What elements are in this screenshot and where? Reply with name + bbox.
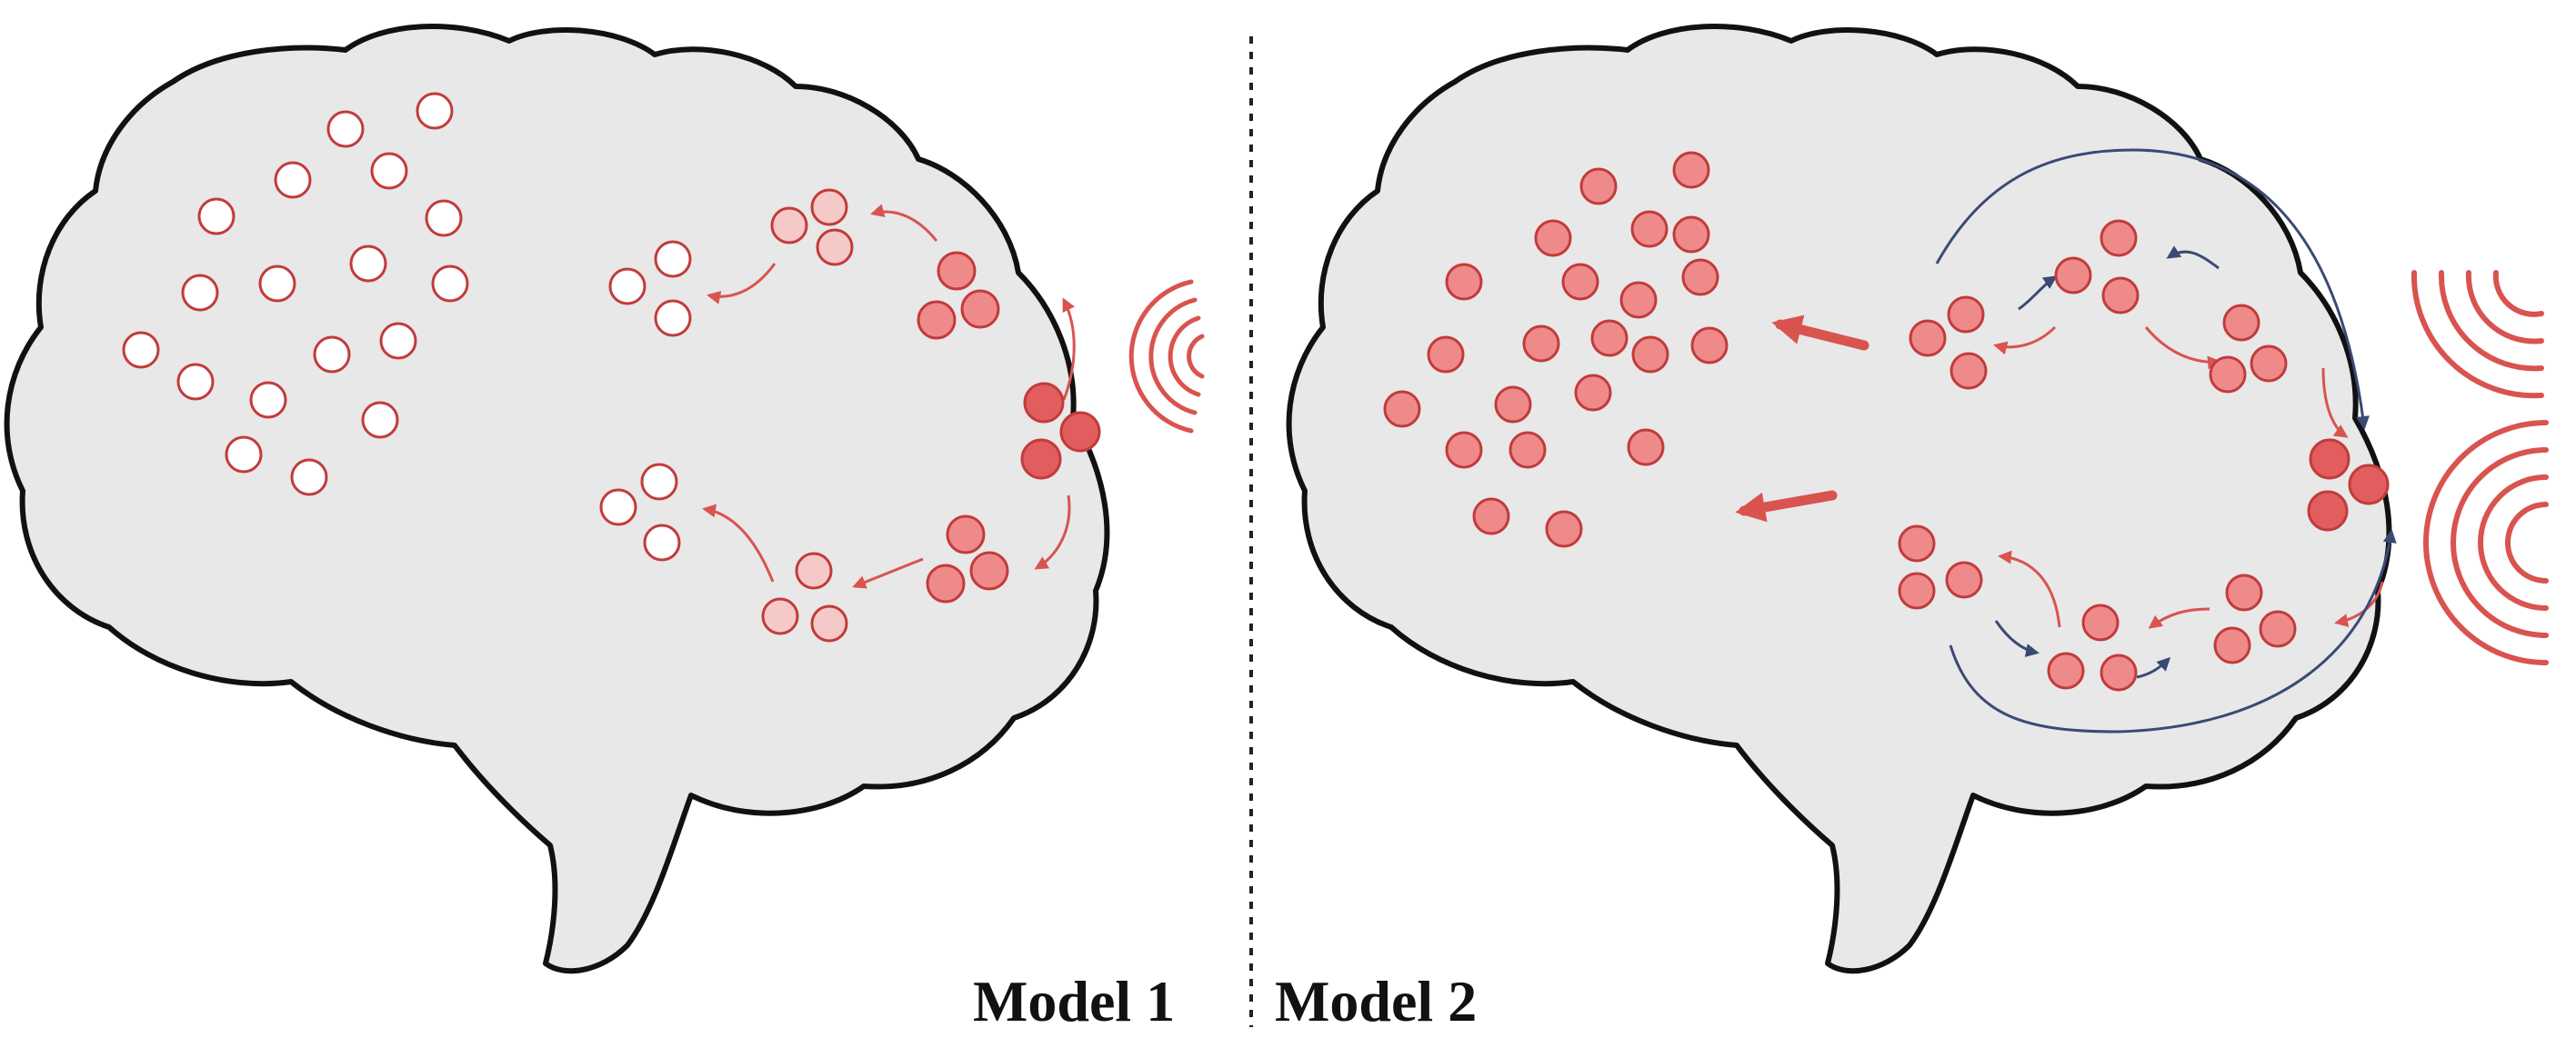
brain-outline-left (4, 23, 1110, 974)
loop-nodes-right (1898, 219, 2297, 692)
propagation-arrows-left (702, 204, 1076, 589)
active-nodes-right (2307, 438, 2390, 532)
brain-outline-right (1286, 23, 2392, 974)
brain-right (1286, 23, 2392, 974)
inactive-nodes-left (122, 92, 692, 562)
sound-wave-icon-upper (2411, 270, 2544, 399)
faint-nodes-left (761, 188, 854, 643)
activated-cluster-right (1383, 151, 1729, 548)
sound-wave-icon-lower (2423, 420, 2549, 665)
forward-arrows (1735, 314, 1869, 523)
feedback-arrows (1935, 148, 2397, 734)
medium-nodes-left (917, 251, 1009, 604)
active-nodes-left (1020, 382, 1101, 480)
sound-wave-icon (1128, 279, 1205, 434)
model-2-label: Model 2 (1275, 969, 1478, 1033)
model-1-label: Model 1 (973, 969, 1176, 1033)
brain-left (4, 23, 1110, 974)
